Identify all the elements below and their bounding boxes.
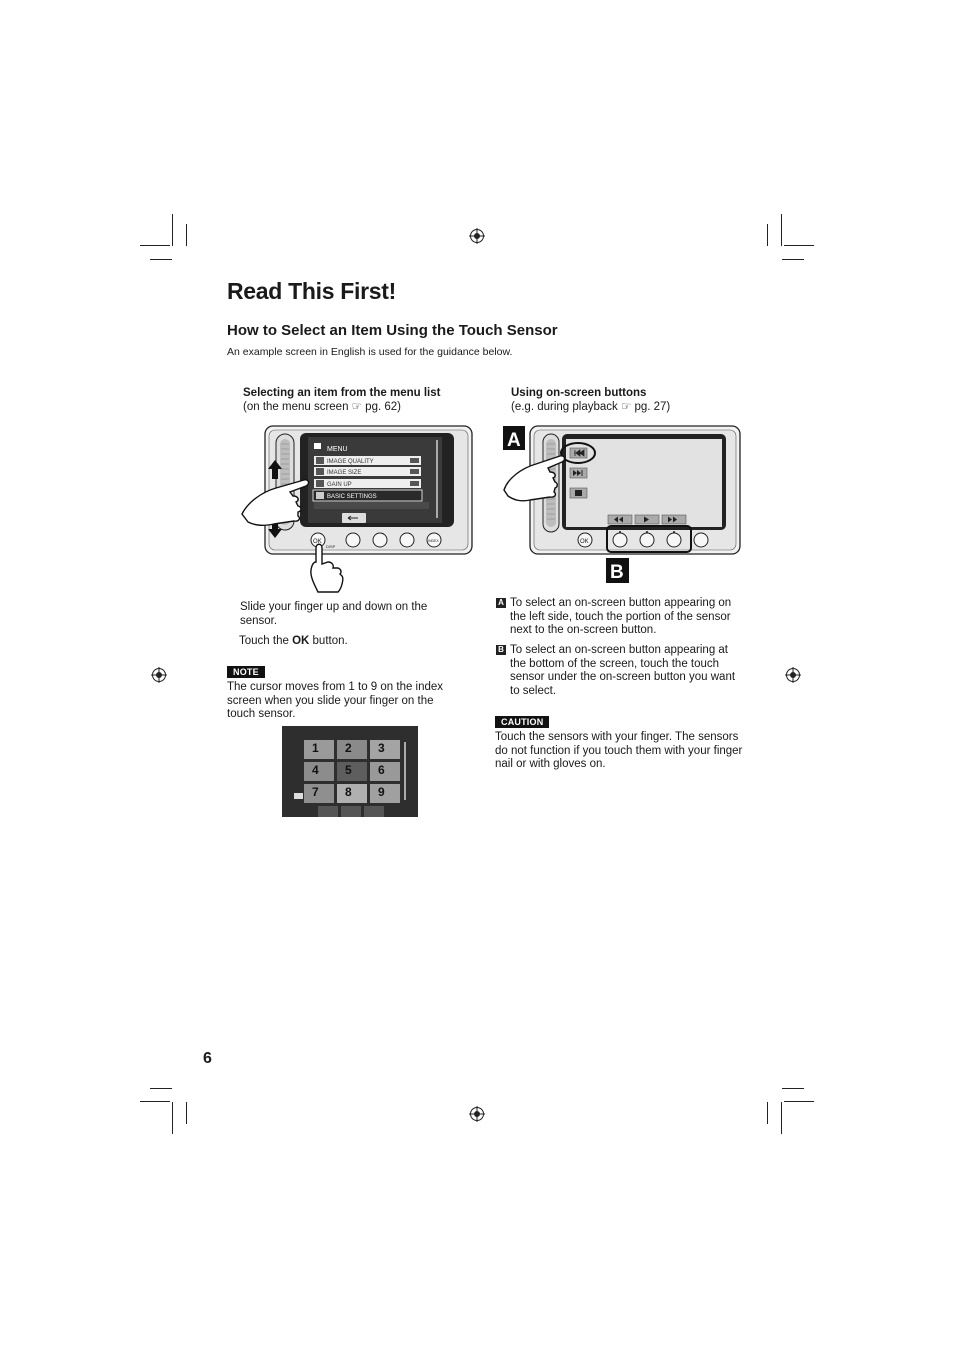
registration-mark-icon [469, 228, 485, 244]
menu-item-image-quality: IMAGE QUALITY [327, 459, 374, 465]
thumbnail-number: 2 [345, 741, 352, 755]
caution-text: Touch the sensors with your finger. The … [495, 731, 743, 771]
note-tag: NOTE [227, 666, 265, 678]
right-caption-title: Using on-screen buttons [511, 387, 647, 399]
label-a: A [507, 430, 521, 451]
playback-screen-illustration: A OK B [503, 425, 741, 583]
thumbnail-grid: 1 2 3 4 5 6 7 8 9 [304, 740, 402, 804]
menu-item-image-size: IMAGE SIZE [327, 470, 361, 476]
section-title: How to Select an Item Using the Touch Se… [227, 322, 558, 339]
thumbnail-number: 8 [345, 785, 352, 799]
thumbnail-number: 1 [312, 741, 319, 755]
step2-prefix: Touch the [239, 635, 293, 647]
thumbnail-number: 4 [312, 763, 319, 777]
item-a-marker: A [496, 598, 506, 608]
right-caption-sub: (e.g. during playback ☞ pg. 27) [511, 401, 671, 413]
step2-suffix: button. [309, 635, 348, 647]
index-label: INDEX [428, 539, 439, 543]
thumbnail-number: 5 [345, 763, 352, 777]
left-figure-caption: Selecting an item from the menu list (on… [243, 386, 440, 414]
thumbnail-number: 6 [378, 763, 385, 777]
right-figure-caption: Using on-screen buttons (e.g. during pla… [511, 386, 670, 414]
left-caption-title: Selecting an item from the menu list [243, 387, 441, 399]
item-b-text: To select an on-screen button appearing … [510, 644, 736, 697]
menu-screen-illustration: MENU IMAGE QUALITY IMAGE SIZE GAIN UP BA… [241, 425, 473, 593]
index-screen-illustration: 1 2 3 4 5 6 7 8 9 [282, 726, 418, 817]
registration-mark-icon [469, 1106, 485, 1122]
menu-item-gain-up: GAIN UP [327, 482, 352, 488]
thumbnail-number: 3 [378, 741, 385, 755]
item-b-marker: B [496, 645, 506, 655]
left-step-2: Touch the OK button. [239, 635, 449, 649]
label-b: B [610, 562, 624, 583]
thumbnail-number: 9 [378, 785, 385, 799]
thumbnail-number: 7 [312, 785, 319, 799]
registration-mark-icon [785, 667, 801, 683]
disp-label: DISP [326, 544, 336, 549]
left-step-1: Slide your finger up and down on the sen… [240, 601, 428, 627]
intro-text: An example screen in English is used for… [227, 346, 513, 358]
menu-title: MENU [327, 446, 348, 453]
ok-button-label: OK [313, 539, 322, 545]
page-title: Read This First! [227, 278, 397, 304]
item-a-text: To select an on-screen button appearing … [510, 597, 732, 637]
menu-item-basic-settings: BASIC SETTINGS [327, 494, 377, 500]
registration-mark-icon [151, 667, 167, 683]
ok-button-label-right: OK [580, 539, 589, 545]
caution-tag: CAUTION [495, 716, 550, 728]
note-text: The cursor moves from 1 to 9 on the inde… [227, 681, 444, 721]
page-number: 6 [203, 1050, 212, 1067]
step2-ok-bold: OK [292, 635, 310, 647]
left-caption-sub: (on the menu screen ☞ pg. 62) [243, 401, 401, 413]
